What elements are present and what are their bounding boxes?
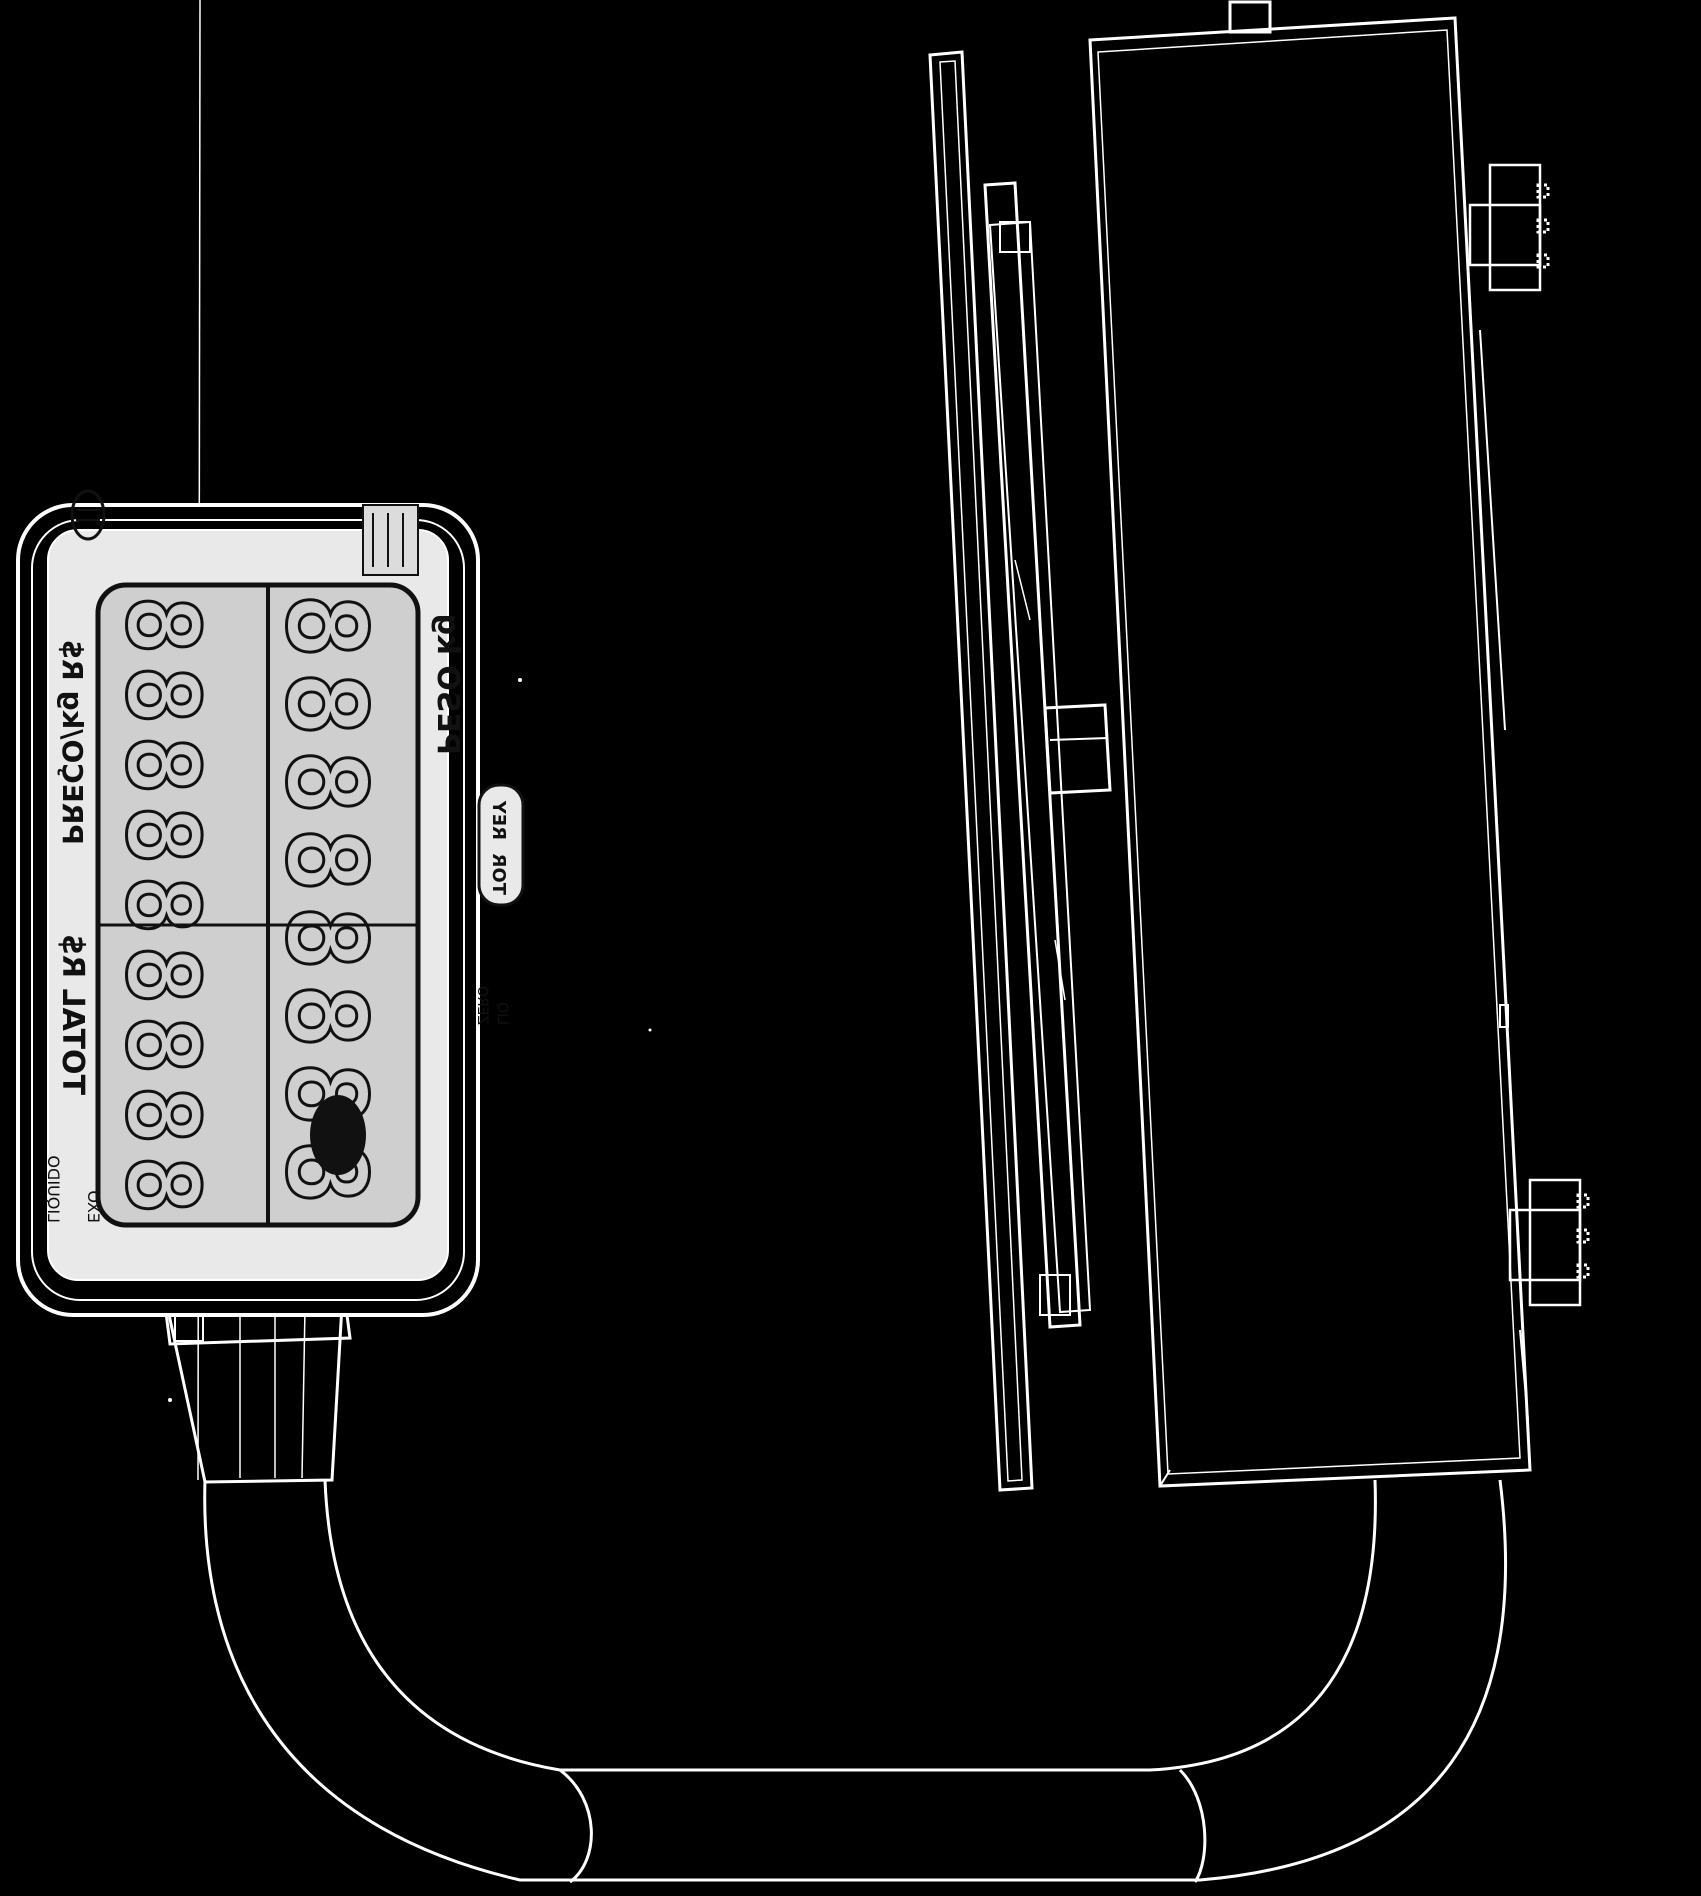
key-label-tor: TOR bbox=[488, 853, 509, 895]
key-label-rey: REY bbox=[488, 800, 509, 840]
weight-digit-4: 8 bbox=[262, 827, 390, 893]
price-label: PREÇO/kg R$ bbox=[56, 640, 89, 845]
platform-plate bbox=[928, 50, 1034, 1492]
price-digit-8: 8 bbox=[104, 595, 221, 655]
display-window bbox=[95, 582, 421, 1228]
price-total-digits: 8 8 8 8 8 8 8 8 8 bbox=[103, 593, 223, 1216]
bottom-mark-liquido: LIQUIDO bbox=[44, 1155, 63, 1223]
right-mount-bottom bbox=[1508, 1178, 1590, 1307]
total-label: TOTAL R$ bbox=[55, 934, 90, 1095]
platform-support bbox=[983, 181, 1082, 1329]
price-digit-7: 8 bbox=[104, 665, 221, 725]
cable-inner bbox=[323, 1479, 1377, 1772]
price-digit-1: 8 bbox=[104, 1085, 221, 1145]
weight-digit-7: 8 bbox=[262, 593, 390, 659]
right-mount-top bbox=[1468, 163, 1550, 292]
top-connector-stub bbox=[1228, 0, 1272, 34]
cable-sleeve-left bbox=[559, 1768, 593, 1884]
display-blot bbox=[310, 1095, 366, 1175]
cable-outer bbox=[203, 1479, 1508, 1882]
price-digit-4: 8 bbox=[104, 875, 221, 935]
left-mark-liq: LIQ bbox=[494, 1002, 510, 1025]
cable-sleeve-right bbox=[1178, 1768, 1207, 1883]
base-housing bbox=[1088, 0, 1590, 1488]
logo-mark bbox=[70, 489, 106, 541]
base-outline bbox=[1088, 16, 1532, 1488]
tare-key[interactable]: TOR REY bbox=[477, 783, 525, 907]
weight-digit-3: 8 bbox=[262, 905, 390, 971]
price-digit-5: 8 bbox=[104, 805, 221, 865]
weight-digit-2: 8 bbox=[262, 983, 390, 1049]
weight-digit-5: 8 bbox=[262, 749, 390, 815]
bottom-mark-exo: EXO bbox=[84, 1190, 103, 1223]
weighing-platform bbox=[928, 50, 1112, 1492]
weight-label: PESO kg bbox=[430, 614, 465, 755]
price-digit-2: 8 bbox=[104, 1015, 221, 1075]
price-digit-3: 8 bbox=[104, 945, 221, 1005]
strain-relief bbox=[166, 1303, 344, 1484]
left-mark-zero: ZERO bbox=[474, 986, 490, 1025]
spec-plate bbox=[362, 504, 419, 576]
base-inner-edge bbox=[1097, 29, 1521, 1475]
load-cell-column bbox=[1043, 703, 1112, 795]
price-digit-0: 8 bbox=[104, 1155, 221, 1215]
cable bbox=[163, 0, 1508, 1884]
price-digit-6: 8 bbox=[104, 735, 221, 795]
weight-digit-6: 8 bbox=[262, 671, 390, 737]
